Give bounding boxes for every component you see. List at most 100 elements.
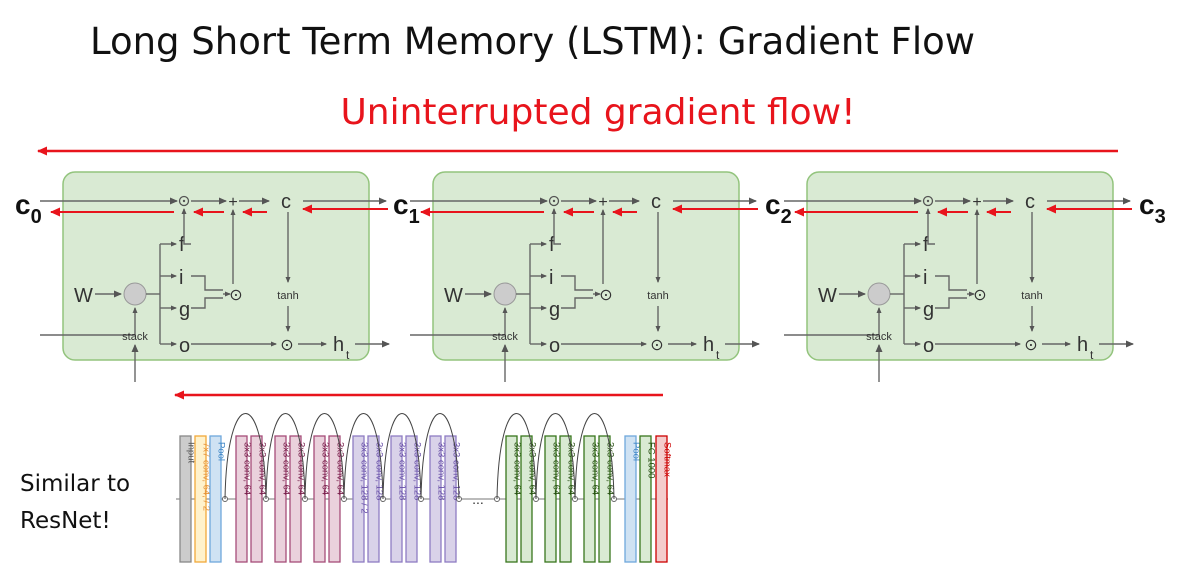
resnet-layer-20: 3x3 conv, 64 bbox=[583, 435, 601, 563]
resnet-layer-label: 7x7 conv, 64, / 2 bbox=[201, 442, 212, 511]
resnet-layer-1: Input bbox=[179, 435, 197, 563]
resnet-layer-label: 3x3 conv, 64 bbox=[281, 442, 292, 495]
forget-multiply-icon bbox=[922, 195, 934, 207]
cell-state-subscript: 3 bbox=[1155, 206, 1166, 228]
resnet-skip-connection bbox=[496, 413, 537, 500]
forget-multiply-icon bbox=[548, 195, 560, 207]
resnet-layer-label: 3x3 conv, 128 / 2 bbox=[359, 442, 370, 514]
gate-i-label: i bbox=[179, 267, 183, 289]
resnet-layer-box bbox=[583, 435, 596, 563]
gate-o-label: o bbox=[549, 335, 560, 357]
i-merge-line bbox=[561, 275, 593, 291]
w-label: W bbox=[444, 285, 463, 307]
resnet-layer-12: 3x3 conv, 128 bbox=[390, 435, 408, 563]
lstm-cell-box bbox=[432, 171, 740, 361]
resnet-layer-label: 3x3 conv, 64 bbox=[296, 442, 307, 495]
gate-f-label: f bbox=[179, 234, 185, 256]
f-to-multiply-arrow bbox=[925, 208, 935, 245]
gate-g-label: g bbox=[923, 299, 934, 321]
resnet-layer-2: 7x7 conv, 64, / 2 bbox=[194, 435, 212, 563]
i-merge-line bbox=[191, 275, 223, 291]
resnet-layer-label: 3x3 conv, 64 bbox=[512, 442, 523, 495]
cell-state-c3: c3 bbox=[1139, 189, 1166, 228]
stack-arrow bbox=[485, 307, 508, 336]
resnet-skip-connection bbox=[265, 413, 306, 500]
resnet-layer-box bbox=[624, 435, 637, 563]
tanh-label: tanh bbox=[647, 290, 668, 302]
resnet-skip-connection bbox=[343, 413, 384, 500]
slide-title: Long Short Term Memory (LSTM): Gradient … bbox=[90, 20, 975, 63]
resnet-layer-box bbox=[367, 435, 380, 563]
resnet-skip-connection bbox=[224, 413, 267, 500]
resnet-layer-16: 3x3 conv, 64 bbox=[505, 435, 523, 563]
resnet-skip-connection bbox=[574, 413, 615, 500]
gate-f-label: f bbox=[923, 234, 929, 256]
resnet-layer-9: 3x3 conv, 64 bbox=[328, 435, 346, 563]
cell-state-c0: c0 bbox=[15, 189, 42, 228]
resnet-note-line-2: ResNet! bbox=[20, 508, 111, 534]
c-label: c bbox=[1025, 191, 1035, 213]
resnet-layer-label: 3x3 conv, 64 bbox=[242, 442, 253, 495]
resnet-layer-18: 3x3 conv, 64 bbox=[544, 435, 562, 563]
gate-f-label: f bbox=[549, 234, 555, 256]
lstm-cell-box bbox=[62, 171, 370, 361]
resnet-layer-label: 3x3 conv, 64 bbox=[605, 442, 616, 495]
gate-o-label: o bbox=[923, 335, 934, 357]
w-label: W bbox=[74, 285, 93, 307]
resnet-layer-box bbox=[559, 435, 572, 563]
cell-state-c1: c1 bbox=[393, 189, 420, 228]
resnet-layer-label: 3x3 conv, 64 bbox=[335, 442, 346, 495]
resnet-ellipsis: ... bbox=[472, 491, 484, 507]
plus-label: + bbox=[228, 194, 237, 211]
gate-o-label: o bbox=[179, 335, 190, 357]
w-node-icon bbox=[493, 282, 517, 306]
resnet-layer-17: 3x3 conv, 64 bbox=[520, 435, 538, 563]
resnet-layer-box bbox=[639, 435, 652, 563]
stack-label: stack bbox=[492, 331, 518, 343]
output-multiply-icon: ⊙ bbox=[650, 337, 663, 354]
resnet-layer-24: Softmax bbox=[655, 435, 673, 563]
gate-g-label: g bbox=[179, 299, 190, 321]
input-multiply-icon: ⊙ bbox=[973, 287, 986, 304]
g-merge-line bbox=[191, 297, 223, 309]
resnet-note-line-1: Similar to bbox=[20, 471, 130, 497]
forget-multiply-dot bbox=[552, 199, 556, 203]
output-multiply-icon: ⊙ bbox=[280, 337, 293, 354]
forget-multiply-dot bbox=[926, 199, 930, 203]
cell-state-subscript: 0 bbox=[31, 206, 42, 228]
forget-multiply-icon bbox=[178, 195, 190, 207]
resnet-layer-box bbox=[352, 435, 365, 563]
resnet-layer-6: 3x3 conv, 64 bbox=[274, 435, 292, 563]
resnet-layer-box bbox=[209, 435, 222, 563]
resnet-layer-label: 3x3 conv, 64 bbox=[551, 442, 562, 495]
resnet-layer-box bbox=[289, 435, 302, 563]
resnet-layer-22: Pool bbox=[624, 435, 642, 563]
gate-i-label: i bbox=[923, 267, 927, 289]
resnet-layer-19: 3x3 conv, 64 bbox=[559, 435, 577, 563]
gate-g-label: g bbox=[549, 299, 560, 321]
resnet-layer-label: 3x3 conv, 128 bbox=[451, 442, 462, 500]
resnet-layer-label: 3x3 conv, 128 bbox=[436, 442, 447, 500]
resnet-layer-box bbox=[598, 435, 611, 563]
g-merge-line bbox=[561, 297, 593, 309]
h-subscript-t: t bbox=[716, 348, 720, 362]
stack-arrow bbox=[115, 307, 138, 336]
i-merge-line bbox=[935, 275, 967, 291]
resnet-layer-box bbox=[390, 435, 403, 563]
resnet-layer-box bbox=[655, 435, 668, 563]
resnet-layer-7: 3x3 conv, 64 bbox=[289, 435, 307, 563]
h-label: h bbox=[1077, 334, 1088, 356]
resnet-layer-3: Pool bbox=[209, 435, 227, 563]
resnet-layer-label: 3x3 conv, 128 bbox=[397, 442, 408, 500]
g-merge-line bbox=[935, 297, 967, 309]
stack-label: stack bbox=[122, 331, 148, 343]
slide-subtitle: Uninterrupted gradient flow! bbox=[340, 92, 855, 133]
c-label: c bbox=[281, 191, 291, 213]
resnet-layer-14: 3x3 conv, 128 bbox=[429, 435, 447, 563]
resnet-layer-label: FC 1000 bbox=[646, 442, 657, 478]
forget-multiply-dot bbox=[182, 199, 186, 203]
resnet-layer-label: 3x3 conv, 64 bbox=[566, 442, 577, 495]
